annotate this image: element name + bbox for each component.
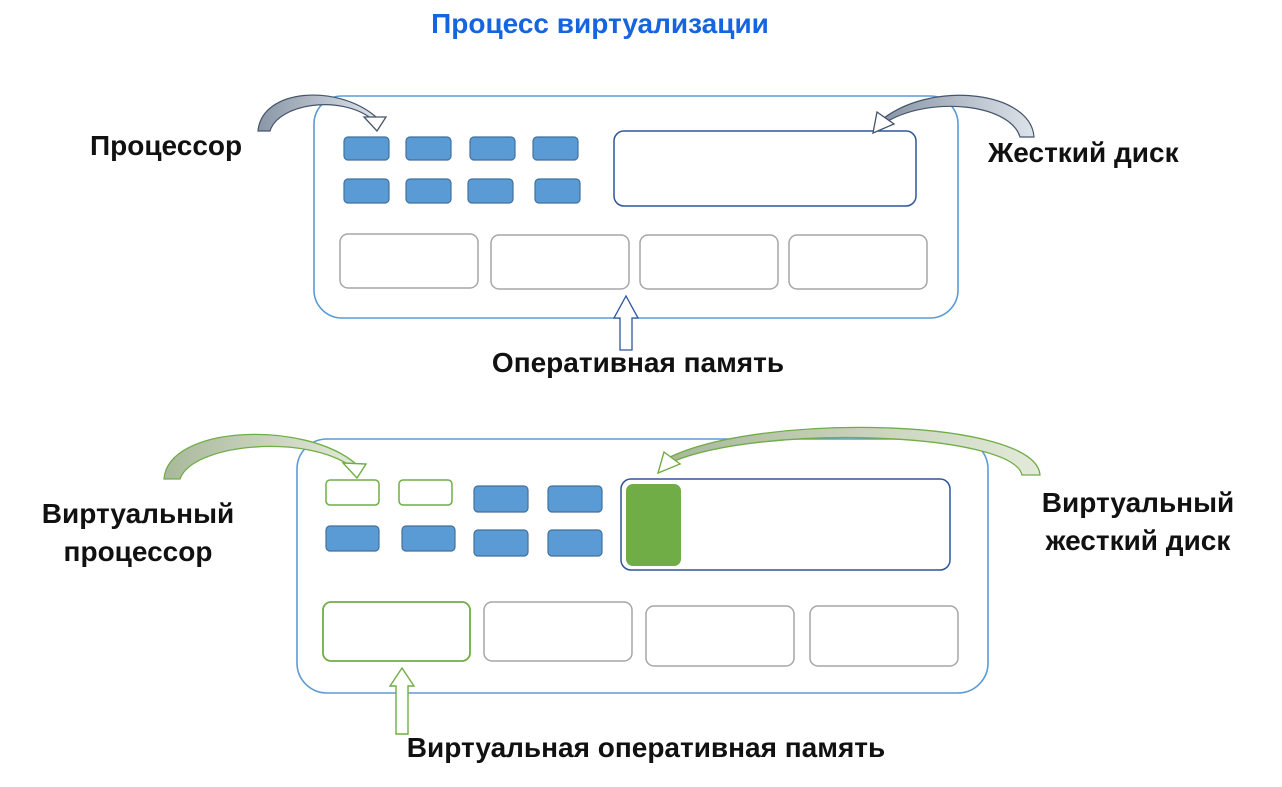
- ram-slot: [645, 605, 795, 667]
- physical-cpu-cores: [343, 136, 581, 204]
- virtual-hard-disk-label-line2: жесткий диск: [1045, 525, 1231, 556]
- cpu-core: [547, 485, 603, 513]
- ram-label: Оперативная память: [491, 347, 785, 378]
- vm-ram-slots: [483, 601, 959, 667]
- physical-ram-slots: [339, 233, 928, 290]
- processor-label: Процессор: [90, 130, 243, 161]
- cpu-core: [534, 178, 581, 204]
- virtual-ram-label: Виртуальная оперативная память: [406, 732, 886, 763]
- cpu-core: [547, 529, 603, 557]
- cpu-core: [532, 136, 579, 161]
- virtual-hard-disk-block: [626, 484, 681, 566]
- vm-hard-disk: [620, 478, 951, 571]
- cpu-core: [405, 136, 452, 161]
- virtual-processor-label-line2: процессор: [63, 536, 213, 567]
- virtual-processor-label-line1: Виртуальный: [41, 498, 235, 529]
- virtual-cpu-core: [398, 479, 453, 506]
- virtual-processor-pointer-arrow: [163, 433, 368, 480]
- ram-slot: [490, 234, 630, 290]
- cpu-core: [473, 529, 529, 557]
- ram-slot: [788, 234, 928, 290]
- virtual-ram-pointer-arrow: [388, 666, 416, 735]
- ram-pointer-arrow: [612, 294, 640, 351]
- diagram-title: Процесс виртуализации: [431, 8, 769, 39]
- virtual-processor-label: Виртуальный процессор: [16, 495, 260, 571]
- cpu-core: [401, 525, 456, 552]
- ram-slot: [339, 233, 479, 289]
- virtual-cpu-core: [325, 479, 380, 506]
- cpu-core: [325, 525, 380, 552]
- virtual-hard-disk-pointer-arrow: [656, 426, 1041, 476]
- virtual-cpu-cores: [325, 479, 453, 506]
- ram-slot: [483, 601, 633, 662]
- virtual-ram-slot: [322, 601, 471, 662]
- cpu-core: [469, 136, 516, 161]
- cpu-core: [405, 178, 452, 204]
- cpu-core: [343, 136, 390, 161]
- hard-disk-label: Жесткий диск: [988, 137, 1179, 168]
- ram-slot: [809, 605, 959, 667]
- cpu-core: [467, 178, 514, 204]
- cpu-core: [343, 178, 390, 204]
- ram-slot: [639, 234, 779, 290]
- virtual-hard-disk-label: Виртуальный жесткий диск: [1020, 484, 1256, 560]
- processor-pointer-arrow: [257, 94, 388, 133]
- physical-hard-disk: [613, 130, 917, 207]
- hard-disk-pointer-arrow: [872, 94, 1035, 138]
- vm-cpu-cores: [325, 485, 603, 557]
- cpu-core: [473, 485, 529, 513]
- virtual-hard-disk-label-line1: Виртуальный: [1041, 487, 1235, 518]
